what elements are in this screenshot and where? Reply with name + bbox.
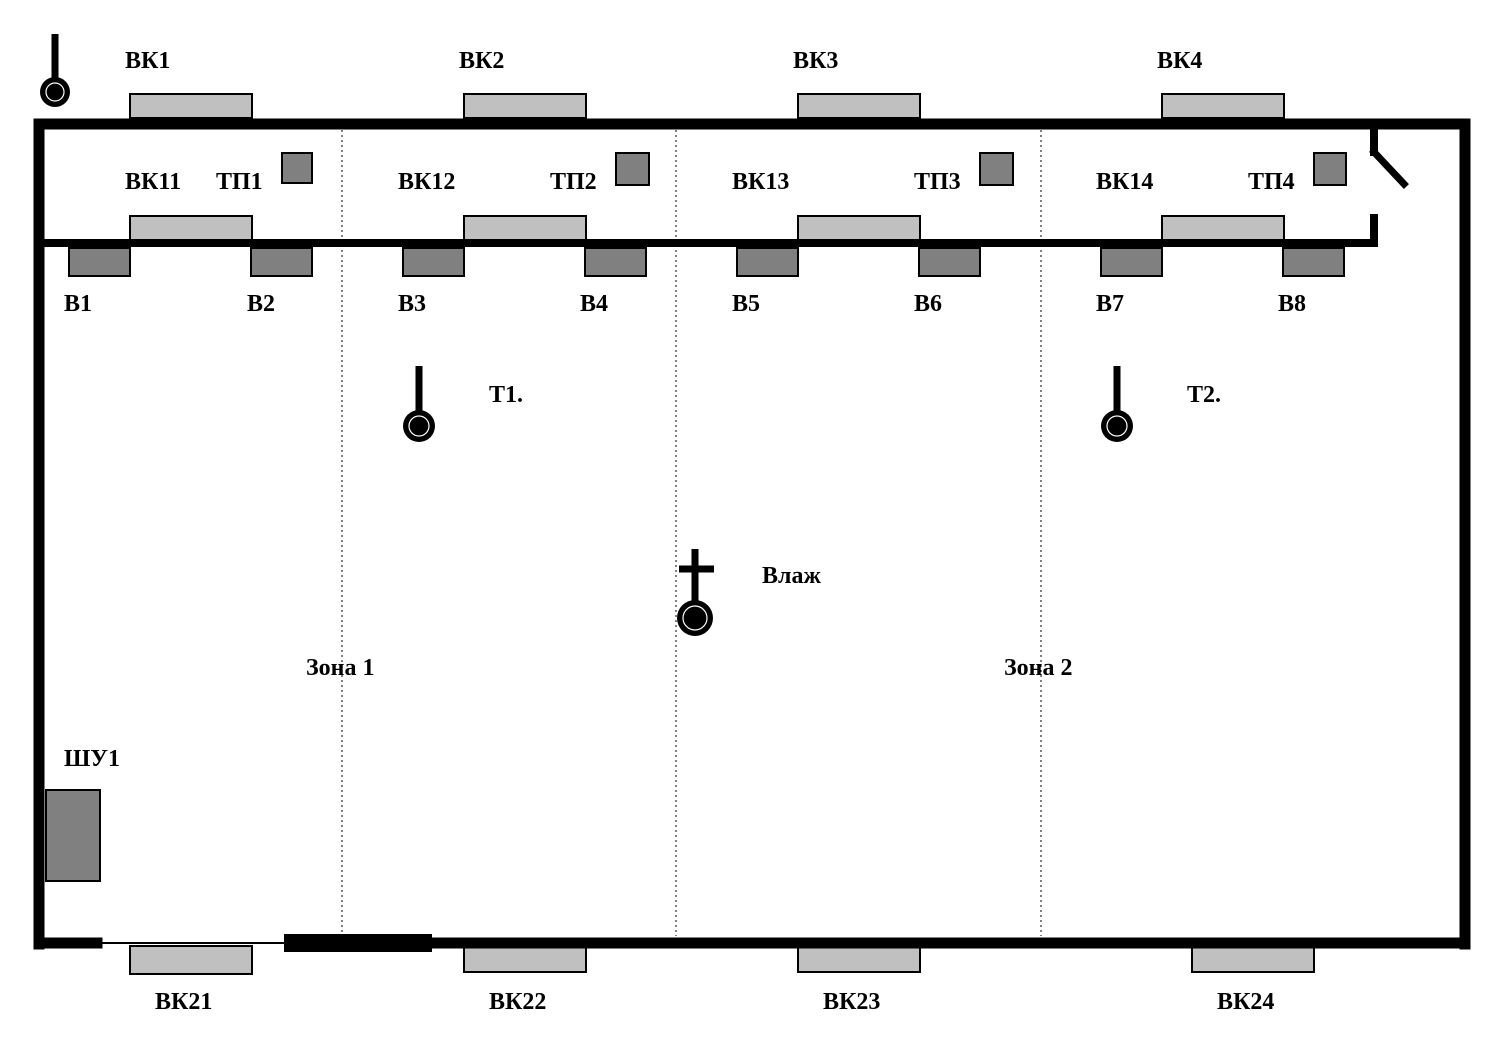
label-b2: В2 xyxy=(247,291,276,317)
heater-tp2 xyxy=(615,152,650,186)
label-tp3: ТП3 xyxy=(914,169,961,195)
label-vk21: ВК21 xyxy=(155,989,213,1015)
label-vk14: ВК14 xyxy=(1096,169,1154,195)
label-t1: Т1. xyxy=(489,382,524,408)
label-b5: В5 xyxy=(732,291,761,317)
label-b4: В4 xyxy=(580,291,609,317)
heater-tp4 xyxy=(1313,152,1347,186)
window-vk21 xyxy=(129,945,253,975)
label-zone-2: Зона 2 xyxy=(1004,655,1073,681)
label-shu1: ШУ1 xyxy=(64,746,120,772)
heater-tp3 xyxy=(979,152,1014,186)
fan-b1 xyxy=(68,247,131,277)
temperature-sensor-t1-icon xyxy=(403,366,435,442)
window-vk22 xyxy=(463,945,587,973)
fan-b5 xyxy=(736,247,799,277)
fan-b7 xyxy=(1100,247,1163,277)
heater-tp1 xyxy=(281,152,313,184)
window-vk4 xyxy=(1161,93,1285,119)
label-b3: В3 xyxy=(398,291,427,317)
label-vk1: ВК1 xyxy=(125,48,171,74)
control-cabinet-shu1 xyxy=(45,789,101,882)
temperature-sensor-t2-icon xyxy=(1101,366,1133,442)
humidity-sensor-icon xyxy=(677,549,714,636)
label-t2: Т2. xyxy=(1187,382,1222,408)
label-b7: В7 xyxy=(1096,291,1125,317)
walls xyxy=(33,118,1471,952)
label-tp2: ТП2 xyxy=(550,169,597,195)
window-vk24 xyxy=(1191,945,1315,973)
label-b1: В1 xyxy=(64,291,93,317)
window-vk23 xyxy=(797,945,921,973)
label-vk24: ВК24 xyxy=(1217,989,1275,1015)
fan-b6 xyxy=(918,247,981,277)
window-vk2 xyxy=(463,93,587,119)
label-vk12: ВК12 xyxy=(398,169,456,195)
label-vk23: ВК23 xyxy=(823,989,881,1015)
label-b8: В8 xyxy=(1278,291,1307,317)
fan-b2 xyxy=(250,247,313,277)
label-tp4: ТП4 xyxy=(1248,169,1295,195)
outdoor-temperature-sensor-icon xyxy=(40,34,70,107)
fan-b3 xyxy=(402,247,465,277)
fans xyxy=(68,247,1345,277)
inner-windows xyxy=(129,215,1285,241)
label-vk11: ВК11 xyxy=(125,169,182,195)
window-vk1 xyxy=(129,93,253,119)
window-vk11 xyxy=(129,215,253,241)
label-b6: В6 xyxy=(914,291,943,317)
window-vk12 xyxy=(463,215,587,241)
label-vk2: ВК2 xyxy=(459,48,505,74)
window-vk3 xyxy=(797,93,921,119)
window-vk13 xyxy=(797,215,921,241)
heaters xyxy=(281,152,1347,186)
top-windows xyxy=(129,93,1285,119)
window-vk14 xyxy=(1161,215,1285,241)
zone-dividers xyxy=(341,130,1042,936)
label-vk3: ВК3 xyxy=(793,48,839,74)
fan-b4 xyxy=(584,247,647,277)
label-tp1: ТП1 xyxy=(216,169,263,195)
label-zone-1: Зона 1 xyxy=(306,655,375,681)
label-vk22: ВК22 xyxy=(489,989,547,1015)
label-vk13: ВК13 xyxy=(732,169,790,195)
label-humidity: Влаж xyxy=(762,563,821,589)
fan-b8 xyxy=(1282,247,1345,277)
door-leaf xyxy=(1369,147,1409,189)
label-vk4: ВК4 xyxy=(1157,48,1203,74)
